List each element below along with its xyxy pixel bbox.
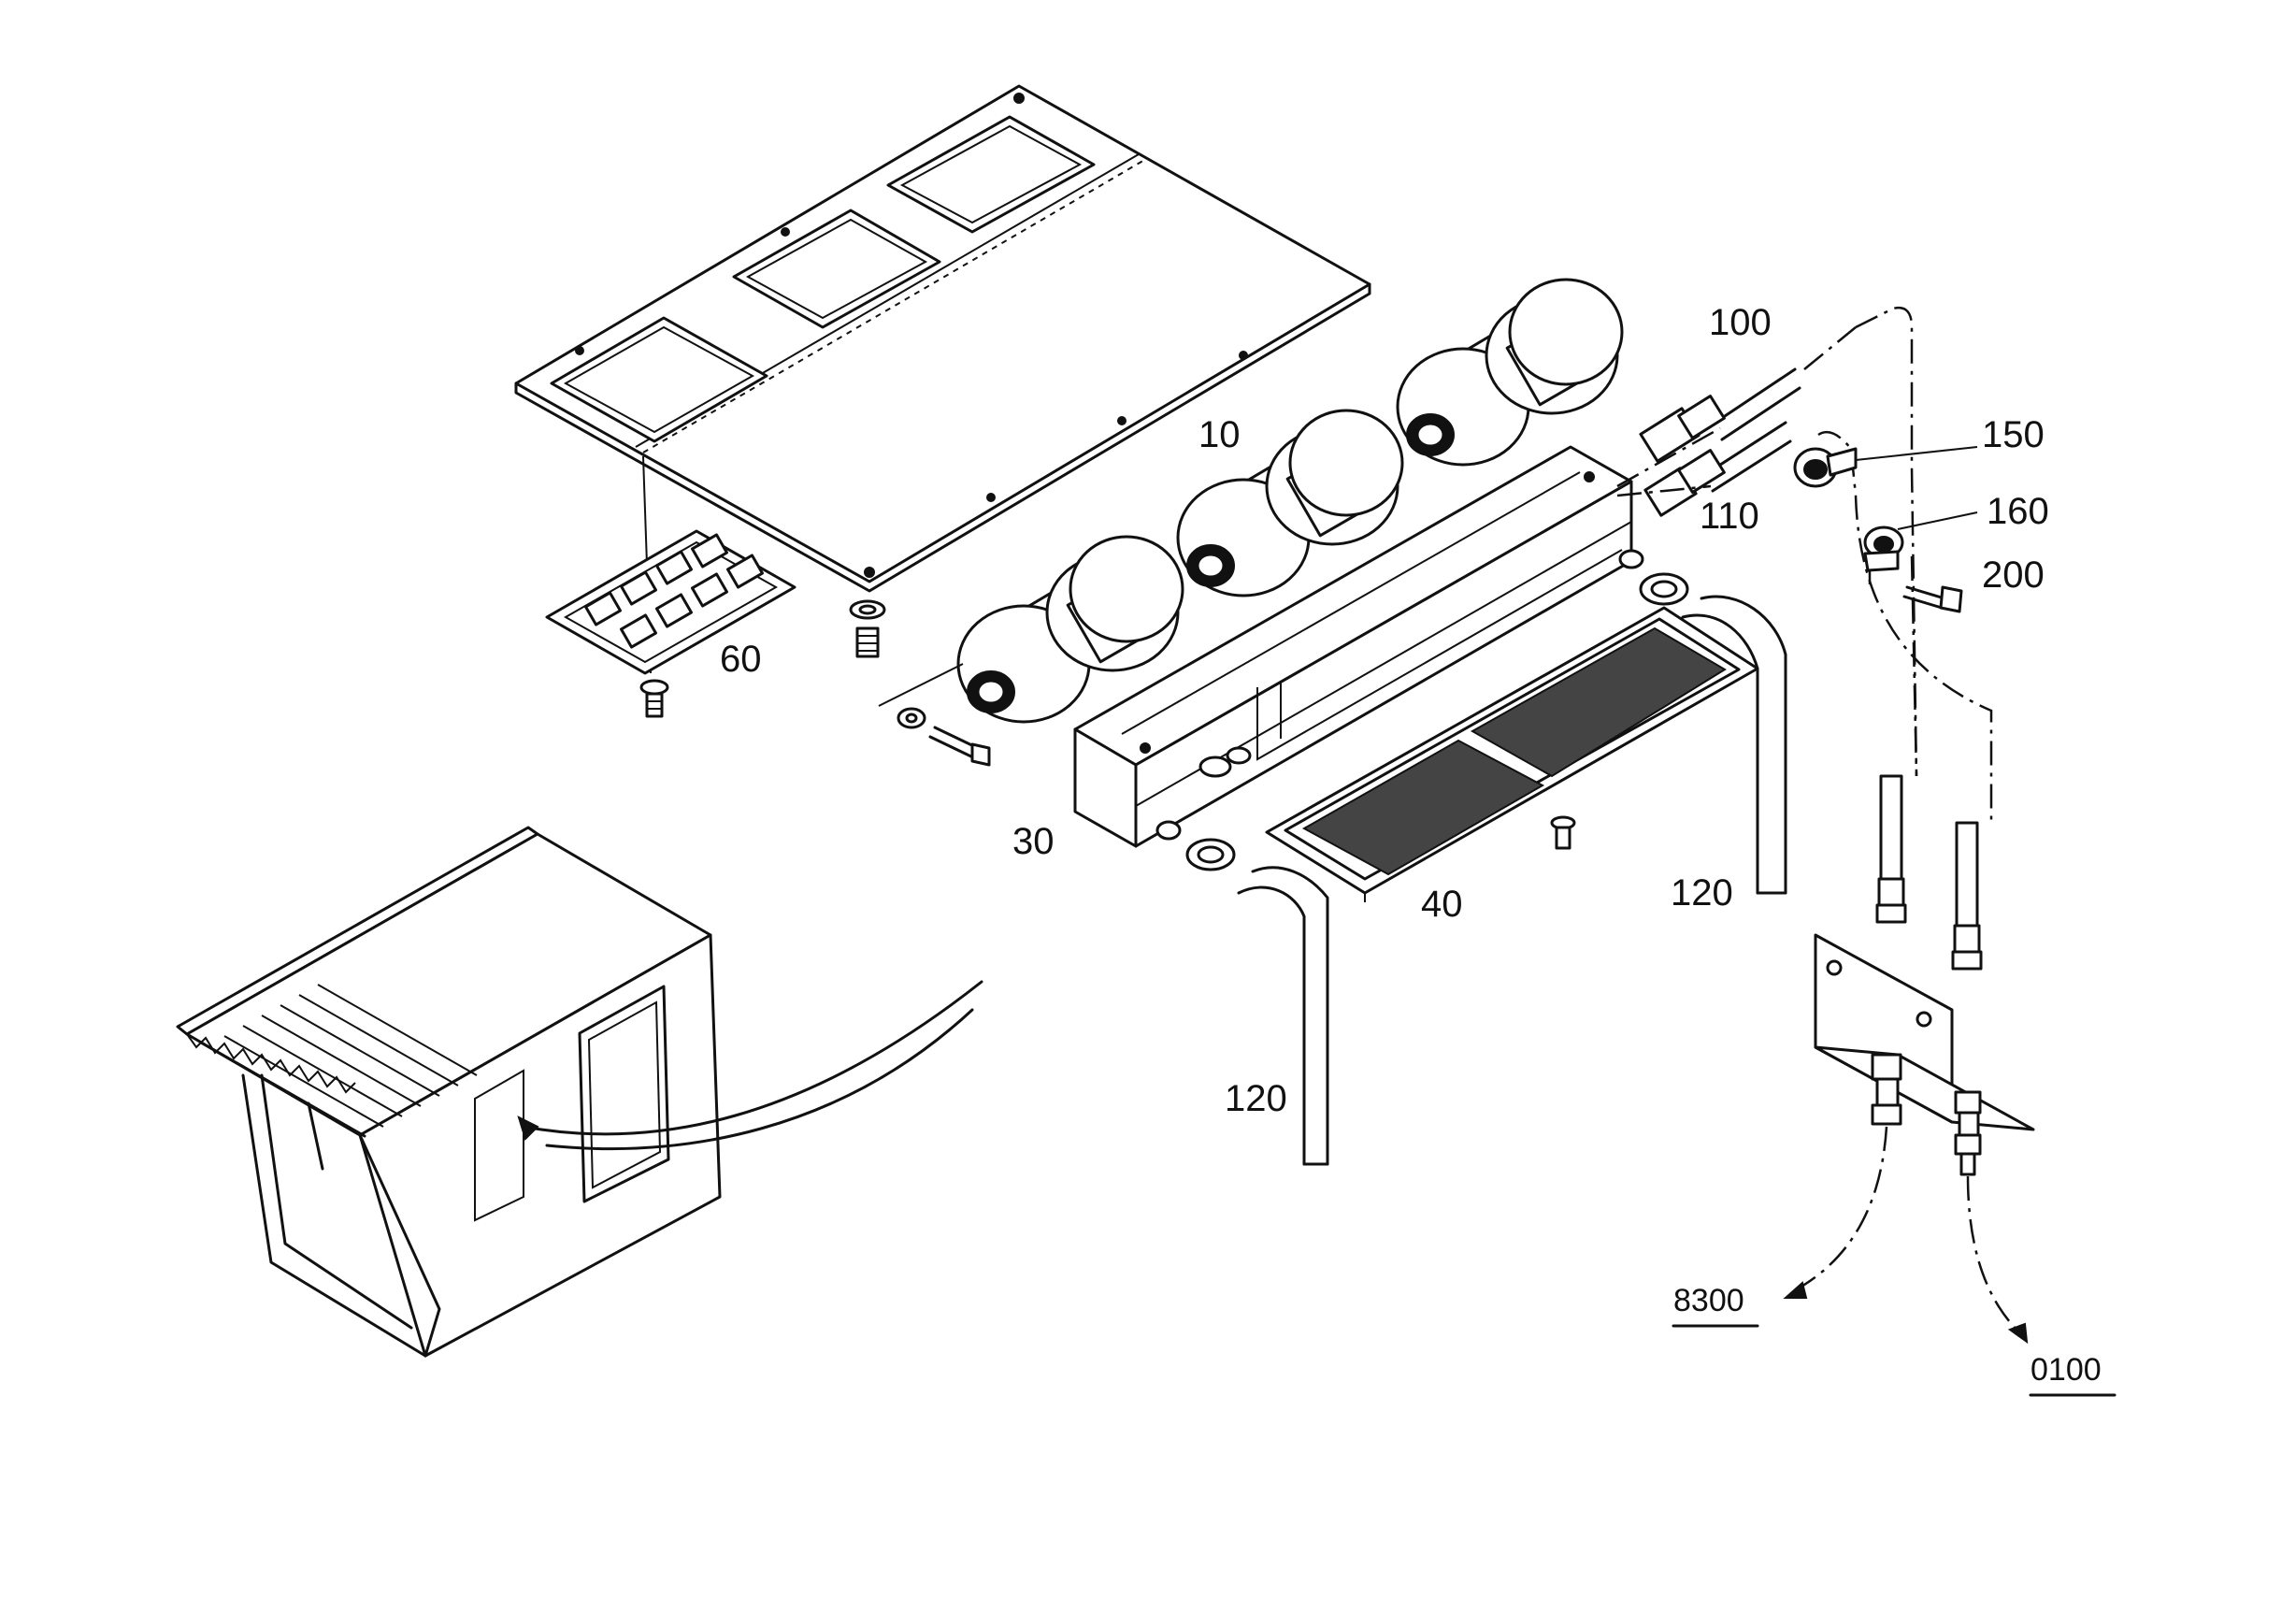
blower-unit-middle <box>1176 409 1404 597</box>
fitting-110 <box>1643 421 1792 517</box>
cover-screw <box>849 599 886 658</box>
label-60: 60 <box>720 639 762 680</box>
grille-bars <box>199 984 478 1138</box>
routing-lines <box>1616 306 1993 823</box>
label-200: 200 <box>1982 554 2045 596</box>
blower-unit-left <box>956 535 1184 724</box>
clamp-160 <box>1863 525 1904 584</box>
label-150: 150 <box>1982 414 2045 455</box>
cover-panel <box>514 84 1371 593</box>
heater-box <box>1073 445 1644 848</box>
fitting-100 <box>1639 326 1857 463</box>
label-40: 40 <box>1421 884 1463 925</box>
control-panel <box>545 455 796 718</box>
reference-8300: 8300 <box>1673 1283 1744 1318</box>
filter-grille <box>1265 606 1759 902</box>
hose-upper <box>1639 572 1787 895</box>
label-10: 10 <box>1198 414 1241 455</box>
label-30: 30 <box>1012 821 1055 862</box>
label-100: 100 <box>1709 302 1772 343</box>
part-labels: 10 30 40 60 100 110 120 120 150 160 200 <box>720 302 2049 1119</box>
label-120-upper: 120 <box>1671 872 1733 914</box>
screw-200 <box>1902 585 1963 613</box>
reference-labels: 8300 0100 <box>1672 1283 2117 1397</box>
blower-unit-right <box>1396 278 1624 467</box>
hose-lower <box>1185 838 1329 1166</box>
leader-lines <box>1855 446 1978 530</box>
cab-overview <box>176 826 983 1358</box>
tube-left <box>1875 774 1907 924</box>
bolt-washer <box>878 663 991 767</box>
tube-right <box>1951 821 1983 971</box>
label-160: 160 <box>1987 491 2049 532</box>
label-120-lower: 120 <box>1225 1078 1287 1119</box>
clamp-150 <box>1793 447 1858 488</box>
mounting-bracket <box>1783 933 2035 1345</box>
label-110: 110 <box>1700 496 1759 537</box>
reference-0100: 0100 <box>2031 1352 2102 1388</box>
